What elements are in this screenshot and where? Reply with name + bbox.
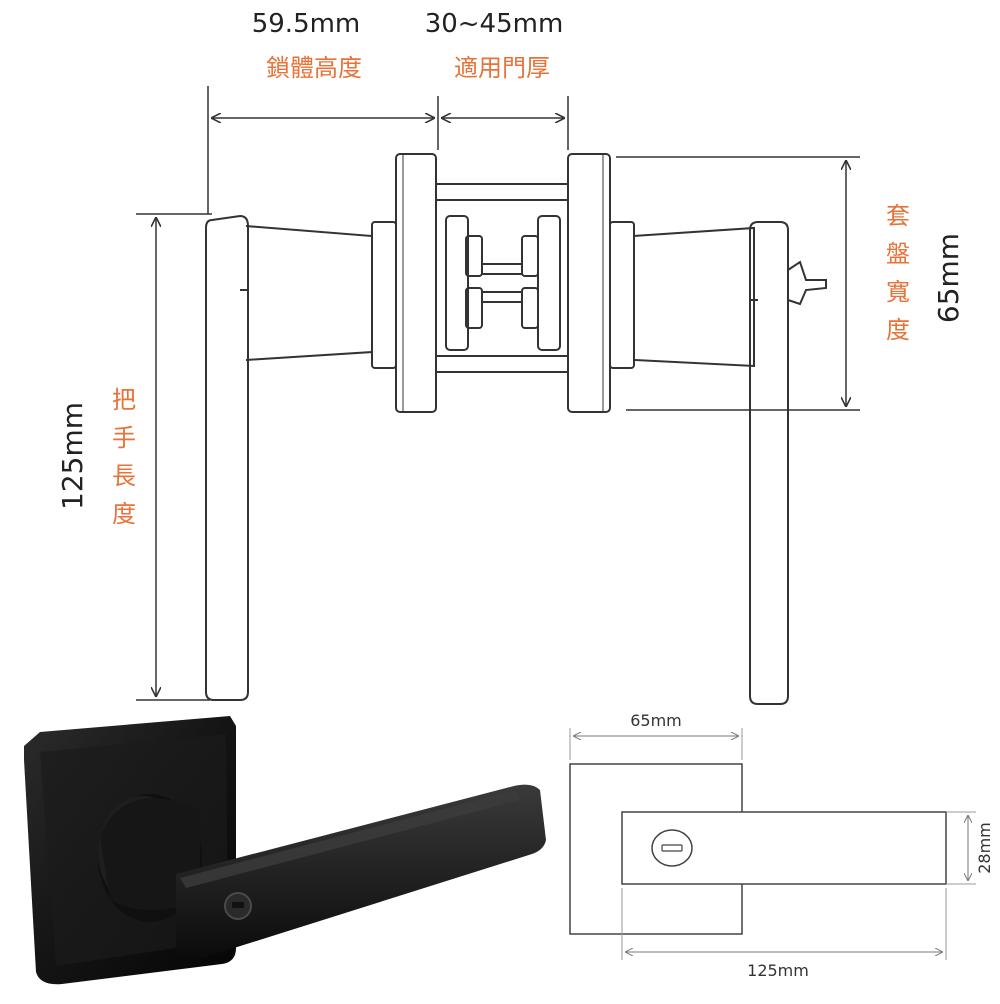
front-keyhole-icon bbox=[651, 829, 693, 867]
rose-width-label-char-3: 寬 bbox=[886, 278, 910, 306]
rose-width-label-char-4: 度 bbox=[886, 316, 910, 344]
rose-width-value: 65mm bbox=[932, 233, 965, 323]
handle-length-label-char-3: 長 bbox=[112, 462, 136, 490]
lock-side-view-drawing bbox=[205, 153, 827, 705]
front-view-drawing: 65mm 28mm 125mm bbox=[569, 711, 994, 980]
door-thickness-value: 30~45mm bbox=[425, 9, 564, 39]
handle-length-label-char-2: 手 bbox=[112, 424, 136, 452]
left-collar bbox=[371, 221, 397, 369]
handle-length-label-char-1: 把 bbox=[112, 386, 136, 414]
front-rose-width-value: 65mm bbox=[630, 711, 682, 730]
dimension-handle-length: 125mm 把 手 長 度 bbox=[56, 213, 212, 701]
right-collar bbox=[609, 221, 635, 369]
door-thickness-label: 適用門厚 bbox=[454, 54, 550, 82]
product-photo-lever-handle bbox=[24, 716, 546, 985]
product-lever bbox=[176, 784, 546, 962]
right-lever-handle bbox=[749, 221, 789, 705]
left-handle-neck bbox=[245, 225, 373, 361]
rose-width-label-char-2: 盤 bbox=[886, 240, 910, 268]
left-lever-handle bbox=[205, 214, 249, 701]
privacy-turn-knob bbox=[787, 260, 827, 306]
front-handle-height-value: 28mm bbox=[975, 822, 994, 874]
right-rose-plate bbox=[567, 153, 611, 413]
front-lever-outline bbox=[621, 811, 947, 885]
dimension-lock-body-height: 59.5mm 鎖體高度 bbox=[207, 9, 439, 214]
dimension-rose-width: 套 盤 寬 度 65mm bbox=[616, 156, 965, 411]
front-handle-length-value: 125mm bbox=[747, 961, 809, 980]
lock-body-height-label: 鎖體高度 bbox=[266, 54, 362, 82]
dimension-door-thickness: 30~45mm 適用門厚 bbox=[425, 9, 569, 150]
lock-body-frame bbox=[436, 183, 568, 373]
handle-length-label-char-4: 度 bbox=[112, 500, 136, 528]
right-handle-neck bbox=[633, 226, 755, 368]
lock-body-height-value: 59.5mm bbox=[252, 9, 361, 39]
rose-width-label-char-1: 套 bbox=[886, 202, 910, 230]
handle-length-value: 125mm bbox=[56, 402, 89, 510]
left-rose-plate bbox=[395, 153, 437, 413]
